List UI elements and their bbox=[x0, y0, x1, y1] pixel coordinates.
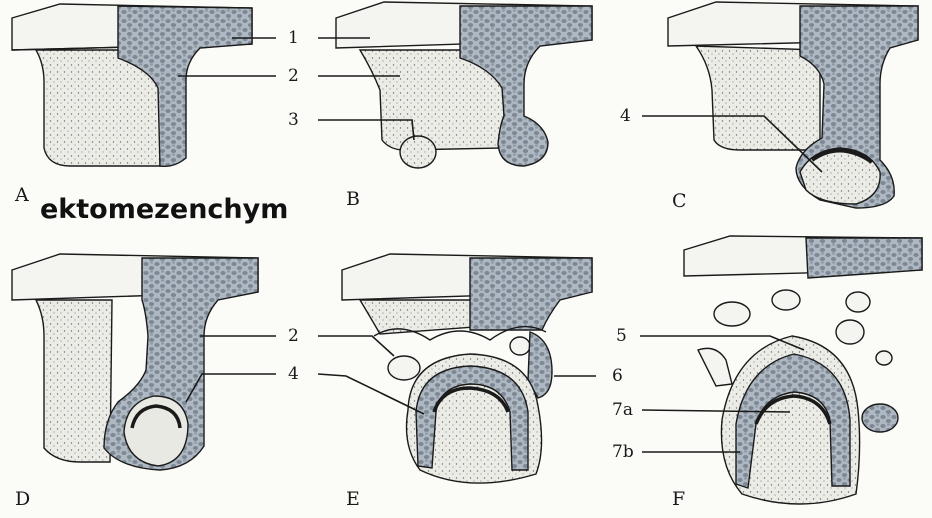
panel-caption-b: B bbox=[346, 190, 360, 209]
label-1: 1 bbox=[288, 30, 299, 47]
panel-d bbox=[12, 254, 258, 470]
ektomezenchym-label: ektomezenchym bbox=[40, 196, 288, 223]
label-3: 3 bbox=[288, 112, 299, 129]
label-7b: 7b bbox=[612, 444, 634, 461]
panel-a bbox=[12, 4, 252, 166]
label-4-lower: 4 bbox=[288, 366, 299, 383]
panel-c bbox=[668, 2, 918, 208]
label-2: 2 bbox=[288, 68, 299, 85]
panel-e bbox=[342, 254, 592, 483]
label-4: 4 bbox=[620, 108, 631, 125]
panel-caption-a: A bbox=[15, 186, 29, 205]
panel-f bbox=[684, 236, 922, 504]
panel-b bbox=[336, 2, 592, 168]
panel-caption-f: F bbox=[672, 490, 685, 509]
panel-caption-c: C bbox=[672, 192, 687, 211]
label-6: 6 bbox=[612, 368, 623, 385]
label-2-lower: 2 bbox=[288, 328, 299, 345]
panel-caption-e: E bbox=[346, 490, 360, 509]
label-7a: 7a bbox=[612, 402, 633, 419]
panel-caption-d: D bbox=[15, 490, 30, 509]
label-5: 5 bbox=[616, 328, 627, 345]
